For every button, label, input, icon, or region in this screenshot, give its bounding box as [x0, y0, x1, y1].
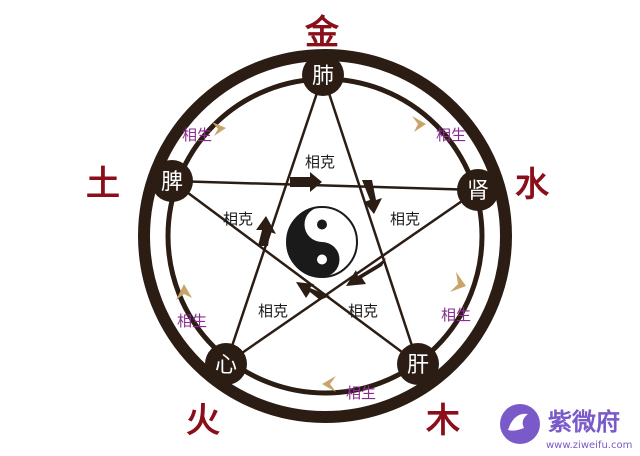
- organ-node-spleen: 脾: [151, 160, 193, 202]
- organ-node-liver: 肝: [397, 343, 439, 385]
- organ-circle-spleen: [151, 160, 193, 202]
- organ-node-heart: 心: [205, 343, 247, 385]
- organ-label-kidney: 肾: [467, 179, 489, 204]
- organ-label-heart: 心: [215, 353, 237, 378]
- element-label-water: 水: [515, 165, 550, 205]
- organ-circle-heart: [205, 343, 247, 385]
- sheng-label-metal-water: 相生: [436, 126, 466, 144]
- organ-label-liver: 肝: [407, 353, 429, 378]
- sheng-arrow-earth-metal: [212, 122, 226, 136]
- watermark: 紫微府 www.ziweifu.com: [500, 404, 632, 451]
- organ-label-lung: 肺: [312, 64, 334, 89]
- pentagram-line-lung-liver: [321, 74, 420, 365]
- organ-node-lung: 肺: [302, 54, 344, 96]
- element-label-wood: 木: [425, 401, 460, 441]
- ke-arrow-left: [256, 216, 276, 246]
- ke-label-right: 相克: [390, 210, 420, 228]
- organ-label-spleen: 脾: [161, 170, 183, 195]
- watermark-name: 紫微府: [548, 408, 620, 436]
- taiji-symbol: [286, 206, 358, 278]
- ke-label-lower-left: 相克: [258, 302, 288, 320]
- ke-arrow-right: [362, 180, 382, 214]
- sheng-label-fire-earth: 相生: [177, 312, 207, 330]
- organ-circle-lung: [302, 54, 344, 96]
- organ-node-kidney: 肾: [457, 169, 499, 211]
- sheng-label-water-wood: 相生: [441, 306, 471, 324]
- ke-arrow-top: [290, 172, 322, 192]
- ke-label-left: 相克: [223, 210, 253, 228]
- ke-label-lower-right: 相克: [348, 302, 378, 320]
- sheng-arrow-water-wood: [450, 272, 466, 292]
- sheng-arrow-metal-water: [412, 116, 426, 132]
- pentagram-line-heart-lung: [224, 74, 325, 365]
- ke-label-top: 相克: [305, 153, 335, 171]
- sheng-label-earth-metal: 相生: [182, 126, 212, 144]
- sheng-label-wood-fire: 相生: [346, 384, 376, 402]
- pentagram: [171, 74, 479, 366]
- pentagram-line-spleen-kidney: [171, 179, 479, 192]
- ke-arrow-lower-left: [296, 282, 330, 300]
- sheng-arrow-wood-fire: [322, 376, 336, 392]
- sheng-arrow-fire-earth: [176, 284, 192, 300]
- element-label-metal: 金: [304, 13, 340, 53]
- ke-arrows: [256, 172, 386, 300]
- element-label-earth: 土: [86, 164, 120, 204]
- watermark-logo-mark: [508, 413, 528, 431]
- watermark-url: www.ziweifu.com: [546, 440, 632, 451]
- element-label-fire: 火: [186, 401, 220, 441]
- ke-arrow-lower-right: [346, 258, 386, 286]
- organ-circle-liver: [397, 343, 439, 385]
- organ-circle-kidney: [457, 169, 499, 211]
- sheng-arrows: [176, 116, 466, 392]
- pentagram-line-liver-spleen: [171, 179, 419, 366]
